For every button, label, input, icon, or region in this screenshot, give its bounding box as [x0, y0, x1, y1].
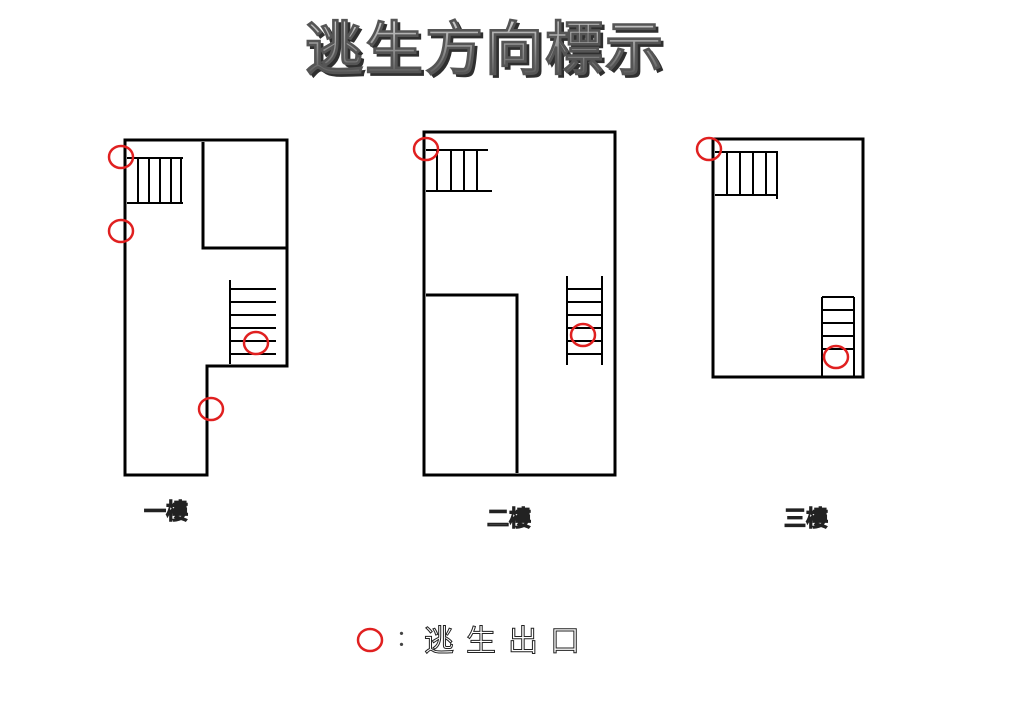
floor-3-exits	[695, 136, 850, 370]
floor-2-stairs-right	[566, 276, 603, 365]
floor-plan-1	[107, 138, 289, 477]
exit-marker	[412, 136, 440, 162]
floor-plan-2	[412, 130, 617, 477]
floor-label-2: 二樓	[487, 506, 531, 532]
floor-3-stairs-right	[821, 296, 855, 376]
floor-1-stairs-top	[127, 157, 183, 204]
floor-label-1: 一樓	[144, 499, 188, 525]
exit-marker	[569, 322, 597, 348]
floor-1-outline	[123, 138, 289, 477]
floor-3-outline	[711, 137, 865, 379]
floor-2-exits	[412, 136, 597, 348]
exit-marker	[695, 136, 723, 162]
page-title: 逃生方向標示 逃生方向標示	[305, 15, 668, 86]
legend: ： 逃生出口	[356, 624, 592, 660]
legend-separator: ：	[396, 627, 418, 652]
floor-1-room-wall	[201, 142, 287, 250]
floor-plan-3	[695, 136, 865, 379]
legend-text: 逃生出口	[424, 624, 592, 659]
floor-1-stairs-right	[229, 280, 276, 364]
exit-marker	[822, 344, 850, 370]
floor-2-stairs-top	[426, 149, 492, 192]
exit-marker	[107, 218, 135, 244]
exit-marker	[242, 330, 270, 356]
page-title-shadow: 逃生方向標示	[308, 18, 668, 86]
page-title-text: 逃生方向標示	[305, 15, 665, 83]
legend-exit-marker	[356, 627, 384, 653]
floor-2-room-wall	[426, 293, 519, 473]
floor-2-outline	[422, 130, 617, 477]
exit-marker	[197, 396, 225, 422]
floor-3-stairs-top	[715, 151, 778, 199]
floor-1-exits	[107, 144, 270, 422]
exit-marker	[107, 144, 135, 170]
floor-label-3: 三樓	[784, 506, 828, 532]
